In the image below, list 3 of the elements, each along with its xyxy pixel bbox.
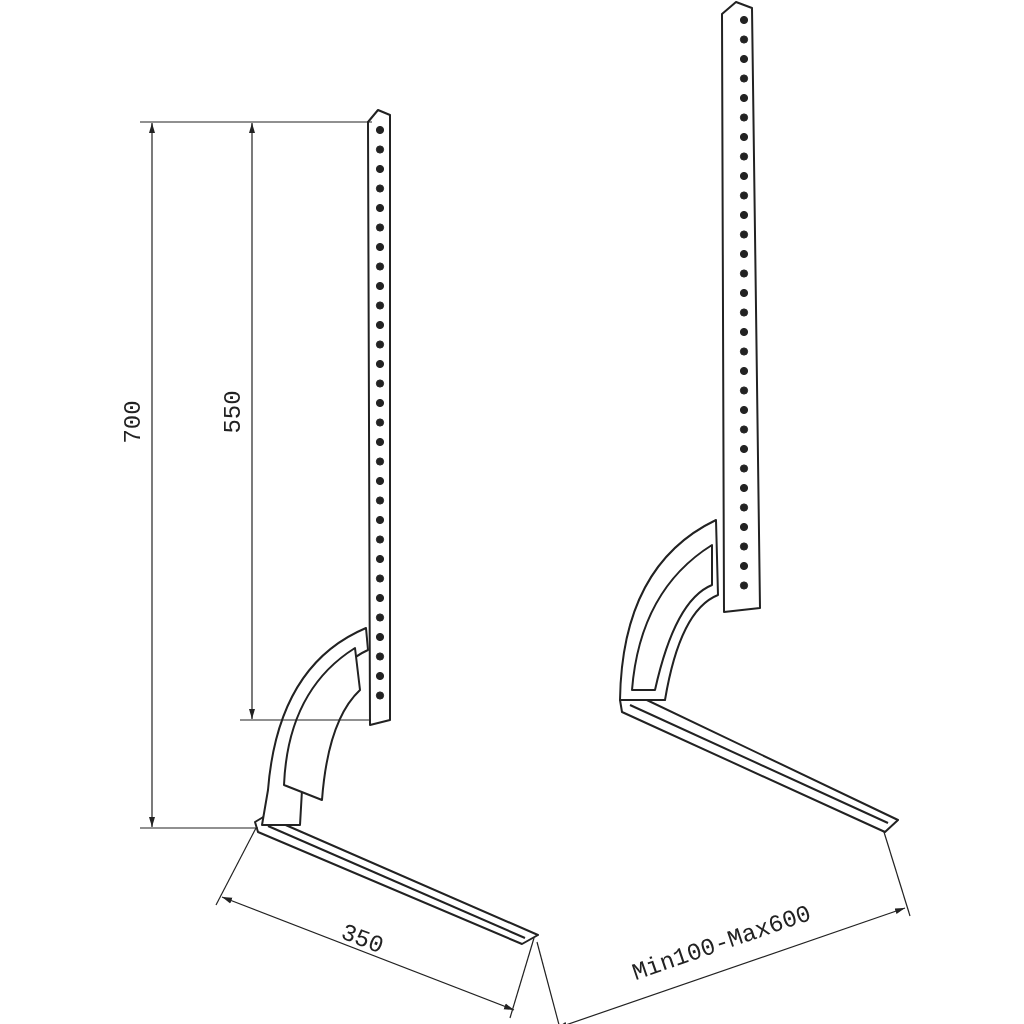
dimension-value: 550	[222, 390, 246, 434]
dimension-value: 350	[337, 921, 387, 959]
dimension-value: 700	[122, 400, 146, 444]
